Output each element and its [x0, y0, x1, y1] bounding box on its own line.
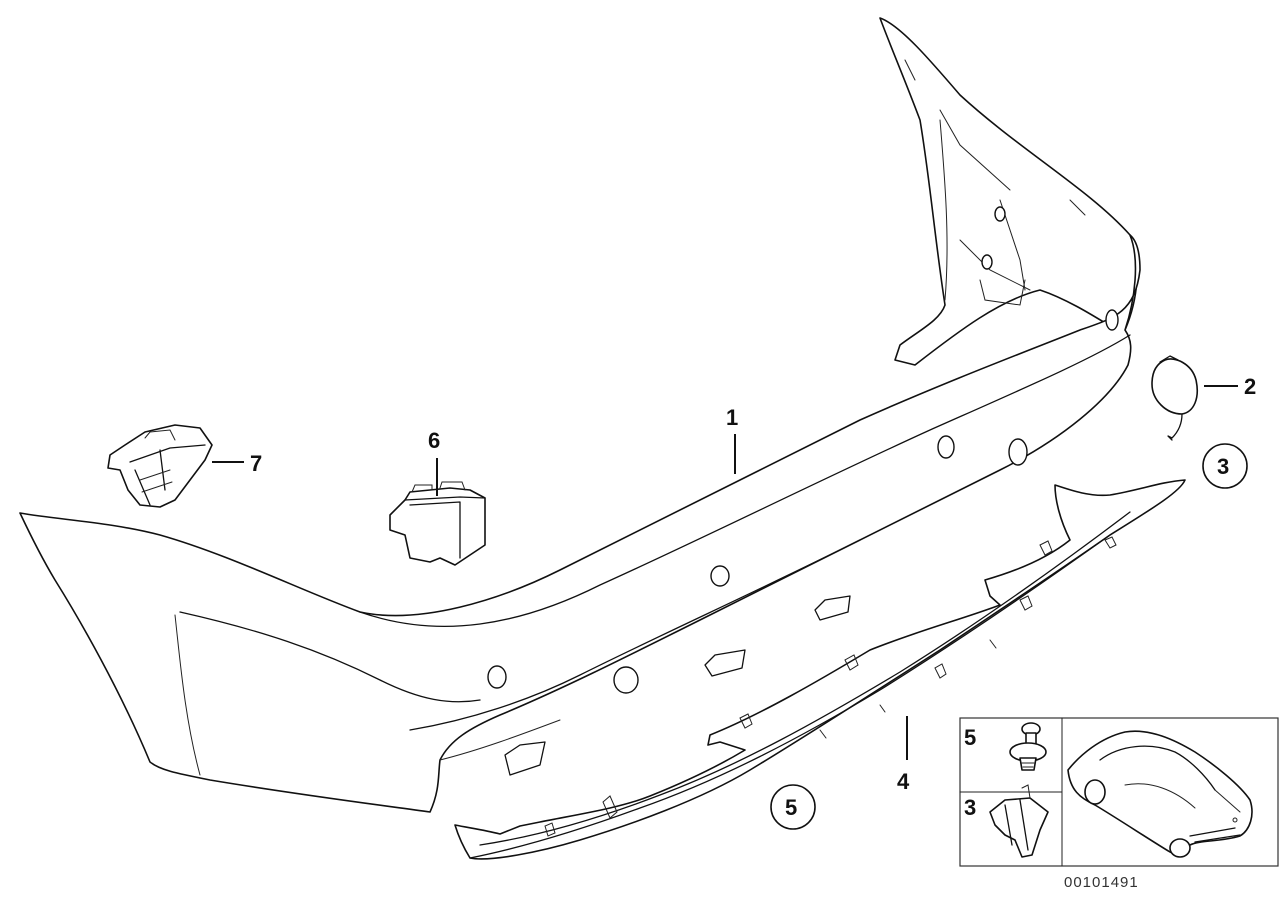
callout-7: 7 — [250, 451, 262, 476]
expanding-rivet — [1009, 722, 1047, 771]
bracket — [107, 424, 213, 508]
vehicle-locator-icon — [1067, 730, 1253, 858]
rear-spoiler — [454, 479, 1186, 860]
tow-hook-cover — [1151, 355, 1198, 441]
callout-4: 4 — [897, 769, 910, 794]
spring-clip — [989, 784, 1049, 858]
callout-circle-5-label: 5 — [785, 795, 797, 820]
callout-2: 2 — [1244, 374, 1256, 399]
diagram-code: 00101491 — [1064, 874, 1139, 891]
callout-circle-3: 3 — [1202, 443, 1248, 489]
inset-label-3: 3 — [964, 795, 976, 820]
callout-6: 6 — [428, 428, 440, 453]
inset-label-5: 5 — [964, 725, 976, 750]
callout-1: 1 — [726, 405, 738, 430]
inset-panel: 5 3 — [959, 717, 1279, 867]
bumper-trim-panel — [19, 17, 1141, 813]
callout-circle-3-label: 3 — [1217, 454, 1229, 479]
control-unit — [389, 481, 486, 566]
callout-circle-5: 5 — [770, 784, 816, 830]
